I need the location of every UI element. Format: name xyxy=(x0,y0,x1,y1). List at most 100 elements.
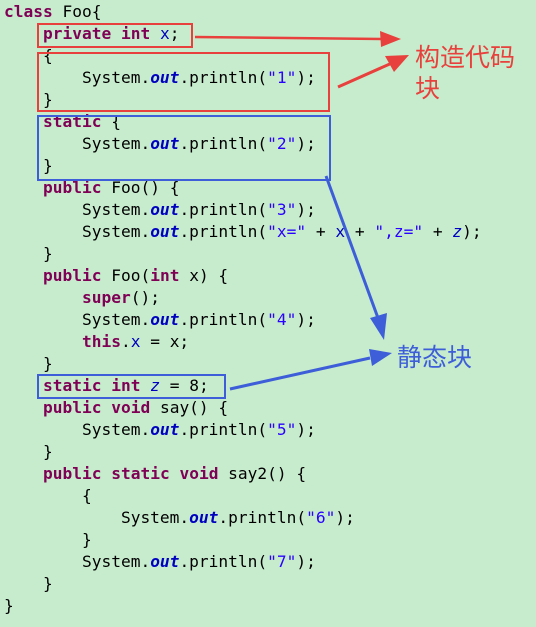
code-token: "5" xyxy=(267,420,297,439)
code-token: x) { xyxy=(179,266,229,285)
code-token: public xyxy=(42,398,102,417)
static-block-label: 静态块 xyxy=(397,343,473,372)
arrow-block-to-ctor-label xyxy=(337,55,409,89)
code-line: System.out.println("x=" + x + ",z=" + z)… xyxy=(4,221,482,243)
code-token: ); xyxy=(296,552,316,571)
code-line: } xyxy=(4,243,53,265)
code-token: ); xyxy=(335,508,355,527)
code-token: } xyxy=(4,156,53,175)
code-token: x xyxy=(159,24,170,43)
code-line: static int z = 8; xyxy=(4,375,209,397)
code-token: x xyxy=(335,222,346,241)
constructor-block-highlight xyxy=(37,52,330,112)
code-line: System.out.println("6"); xyxy=(4,507,355,529)
code-token: } xyxy=(4,530,92,549)
code-token: static xyxy=(111,464,170,483)
code-token: { xyxy=(4,486,92,505)
code-line: this.x = x; xyxy=(4,331,189,353)
code-line: } xyxy=(4,441,53,463)
code-token: (); xyxy=(130,288,160,307)
code-token: .println( xyxy=(179,310,268,329)
code-token: z xyxy=(452,222,463,241)
arrow-static-block-to-label xyxy=(324,175,387,340)
code-token: = x; xyxy=(140,332,190,351)
code-token: ); xyxy=(296,310,316,329)
code-line: } xyxy=(4,529,92,551)
code-token: System. xyxy=(4,134,151,153)
code-token: { xyxy=(4,46,53,65)
code-line: System.out.println("2"); xyxy=(4,133,316,155)
code-line: System.out.println("1"); xyxy=(4,67,316,89)
code-token: = 8; xyxy=(159,376,209,395)
code-token: System. xyxy=(4,68,151,87)
code-token: "7" xyxy=(267,552,297,571)
code-token: + xyxy=(423,222,453,241)
code-token: .println( xyxy=(179,134,268,153)
code-line: } xyxy=(4,573,53,595)
code-line: System.out.println("4"); xyxy=(4,309,316,331)
code-line: } xyxy=(4,89,53,111)
code-token: } xyxy=(4,596,14,615)
static-field-highlight xyxy=(37,374,226,399)
code-token: ); xyxy=(296,200,316,219)
code-token: System. xyxy=(4,508,190,527)
code-line: class Foo{ xyxy=(4,1,101,23)
code-token: ); xyxy=(296,420,316,439)
code-token: public xyxy=(42,178,102,197)
code-token: + xyxy=(306,222,336,241)
code-token: out xyxy=(150,134,180,153)
code-token: { xyxy=(101,112,121,131)
code-token: ); xyxy=(296,134,316,153)
code-token: out xyxy=(150,68,180,87)
code-token: class xyxy=(4,2,53,21)
code-token: super xyxy=(81,288,131,307)
code-token: System. xyxy=(4,552,151,571)
code-token: public xyxy=(42,464,102,483)
code-token: ); xyxy=(462,222,482,241)
private-field-highlight xyxy=(37,23,193,48)
code-token: } xyxy=(4,244,53,263)
code-line: } xyxy=(4,353,53,375)
code-line: public Foo() { xyxy=(4,177,179,199)
code-line: System.out.println("7"); xyxy=(4,551,316,573)
code-token: Foo{ xyxy=(52,2,102,21)
code-line: { xyxy=(4,45,53,67)
code-line: private int x; xyxy=(4,23,179,45)
code-token: System. xyxy=(4,420,151,439)
code-token: int xyxy=(150,266,180,285)
code-token: "1" xyxy=(267,68,297,87)
code-token: System. xyxy=(4,310,151,329)
code-line: System.out.println("3"); xyxy=(4,199,316,221)
code-line: } xyxy=(4,595,14,617)
static-block-highlight xyxy=(37,115,331,181)
code-token: . xyxy=(120,332,131,351)
code-token: out xyxy=(150,222,180,241)
code-token: private xyxy=(42,24,112,43)
code-token: out xyxy=(150,310,180,329)
code-token: } xyxy=(4,574,53,593)
code-token: ); xyxy=(296,68,316,87)
code-line: System.out.println("5"); xyxy=(4,419,316,441)
code-token: void xyxy=(111,398,151,417)
code-token: System. xyxy=(4,200,151,219)
code-token: + xyxy=(345,222,375,241)
code-token: .println( xyxy=(179,222,268,241)
code-line: } xyxy=(4,155,53,177)
code-line: public void say() { xyxy=(4,397,228,419)
code-token: .println( xyxy=(179,200,268,219)
code-token: say() { xyxy=(150,398,229,417)
code-token: public xyxy=(42,266,102,285)
code-token: } xyxy=(4,90,53,109)
code-token: .println( xyxy=(179,420,268,439)
code-token: System. xyxy=(4,222,151,241)
code-token: ; xyxy=(169,24,180,43)
code-line: super(); xyxy=(4,287,160,309)
code-token: out xyxy=(150,552,180,571)
code-token: .println( xyxy=(179,68,268,87)
code-line: { xyxy=(4,485,92,507)
code-token: z xyxy=(150,376,160,395)
arrow-static-field-to-label xyxy=(229,349,392,391)
code-token: "3" xyxy=(267,200,297,219)
